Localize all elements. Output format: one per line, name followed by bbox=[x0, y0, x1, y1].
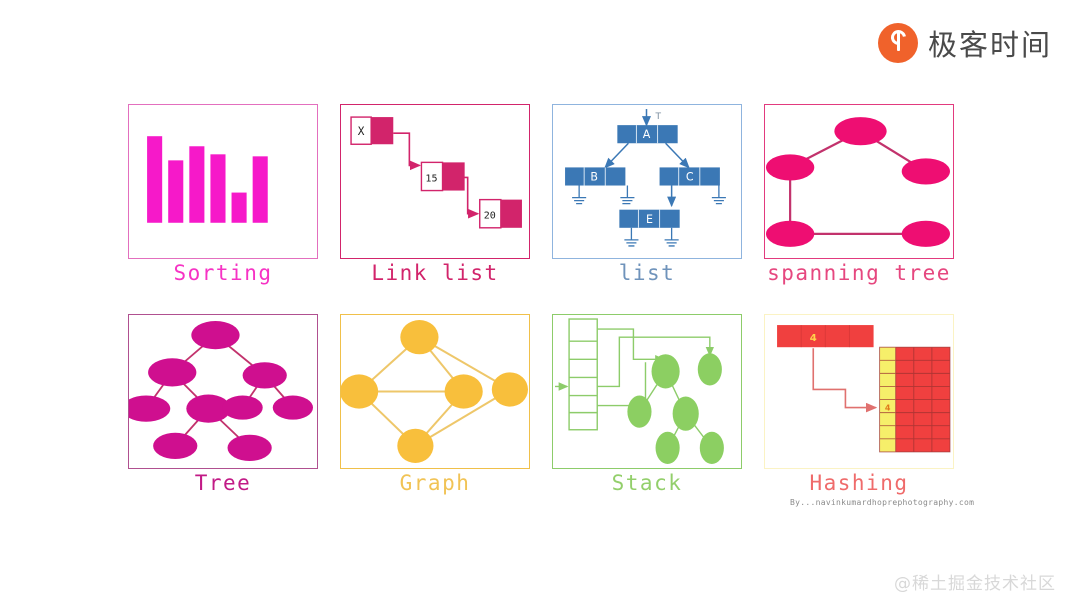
card-label-tree: Tree bbox=[194, 471, 252, 495]
card-list[interactable]: T A bbox=[552, 104, 742, 294]
figure-spanning-tree bbox=[764, 104, 954, 259]
card-hashing[interactable]: 4 bbox=[764, 314, 954, 504]
svg-text:15: 15 bbox=[425, 173, 437, 184]
figure-stack bbox=[552, 314, 742, 469]
card-label-graph: Graph bbox=[399, 471, 471, 495]
brand-logo: 极客时间 bbox=[877, 22, 1052, 64]
graph-nodes bbox=[341, 320, 528, 463]
list-node: C bbox=[659, 167, 720, 186]
data-structure-card-grid: Sorting bbox=[128, 104, 956, 504]
hash-link bbox=[812, 348, 878, 413]
svg-text:X: X bbox=[358, 125, 365, 138]
linked-list-node: 20 bbox=[479, 198, 522, 229]
tree-nodes bbox=[129, 321, 313, 461]
svg-text:4: 4 bbox=[885, 404, 891, 413]
svg-text:20: 20 bbox=[484, 211, 496, 222]
watermark: @稀土掘金技术社区 bbox=[894, 574, 1056, 594]
linked-list-node: X bbox=[350, 116, 394, 145]
graph-edges bbox=[358, 336, 511, 447]
brand-name: 极客时间 bbox=[927, 28, 1052, 62]
list-node: A bbox=[617, 125, 678, 144]
card-label-link-list: Link list bbox=[371, 261, 499, 285]
hash-bucket-table: 4 bbox=[879, 346, 951, 453]
tree-edges bbox=[145, 334, 294, 449]
hash-input-array: 4 bbox=[777, 325, 874, 348]
figure-linked-list: X 15 20 bbox=[340, 104, 530, 259]
card-spanning-tree[interactable]: spanning tree bbox=[764, 104, 954, 294]
card-label-stack: Stack bbox=[611, 471, 683, 495]
null-pointer-grounds bbox=[572, 185, 726, 247]
svg-text:E: E bbox=[646, 213, 653, 226]
spanning-tree-nodes bbox=[766, 117, 950, 247]
linked-list-node: 15 bbox=[420, 161, 465, 192]
geek-time-logo-icon bbox=[877, 23, 918, 63]
credit-text: By...navinkumardhoprephotography.com bbox=[790, 498, 975, 507]
card-label-hashing: Hashing bbox=[809, 471, 909, 495]
svg-text:T: T bbox=[655, 112, 662, 122]
svg-text:4: 4 bbox=[810, 333, 817, 344]
card-label-sorting: Sorting bbox=[173, 261, 273, 285]
spanning-tree-edges bbox=[789, 130, 927, 235]
figure-list-node-tree: T A bbox=[552, 104, 742, 259]
list-node: E bbox=[619, 209, 680, 228]
card-sorting[interactable]: Sorting bbox=[128, 104, 318, 294]
sorting-bars bbox=[147, 136, 268, 223]
svg-text:C: C bbox=[686, 170, 694, 183]
figure-graph bbox=[340, 314, 530, 469]
card-tree[interactable]: Tree bbox=[128, 314, 318, 504]
figure-tree bbox=[128, 314, 318, 469]
list-node: B bbox=[565, 167, 626, 186]
card-label-list: list bbox=[618, 261, 676, 285]
stack-cells bbox=[568, 318, 598, 431]
card-stack[interactable]: Stack bbox=[552, 314, 742, 504]
card-link-list[interactable]: X 15 20 Link list bbox=[340, 104, 530, 294]
figure-hash-table: 4 bbox=[764, 314, 954, 469]
stack-tree-nodes bbox=[627, 353, 724, 464]
card-graph[interactable]: Graph bbox=[340, 314, 530, 504]
figure-sorting-bar-chart bbox=[128, 104, 318, 259]
card-label-spanning-tree: spanning tree bbox=[767, 261, 951, 285]
svg-text:B: B bbox=[590, 170, 598, 183]
svg-text:A: A bbox=[643, 128, 651, 141]
